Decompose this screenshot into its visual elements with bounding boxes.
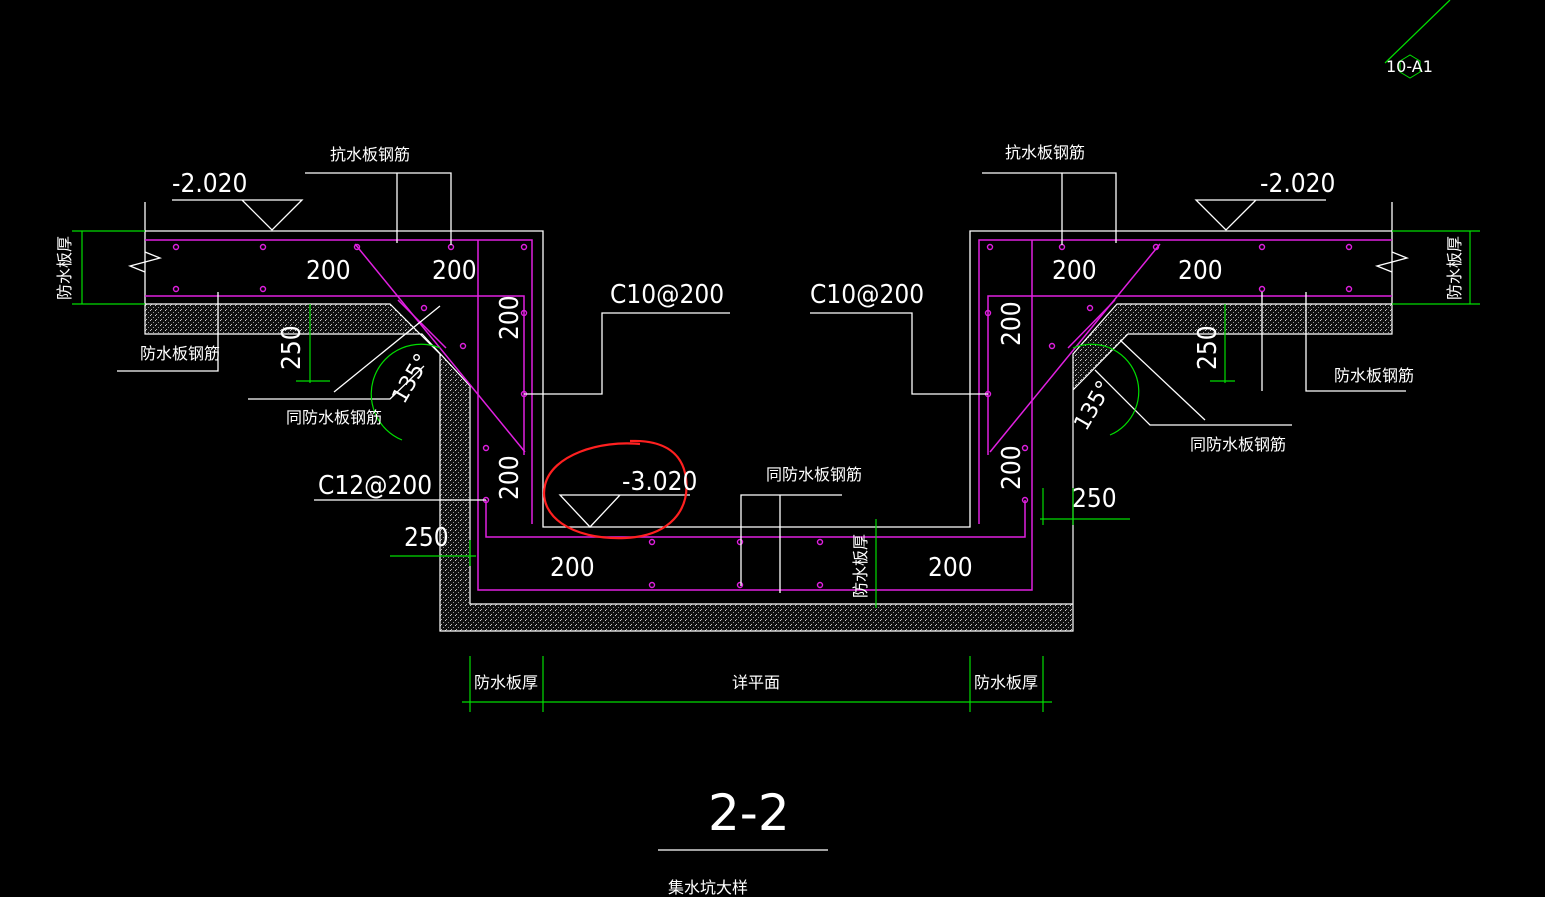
angle-arc-left xyxy=(370,343,441,441)
rebar-c10-right: C10@200 xyxy=(810,280,924,310)
label-anti-water-rebar-right: 抗水板钢筋 xyxy=(1005,143,1085,162)
dim-bottom-right: 200 xyxy=(928,553,973,583)
label-board-thickness-center: 防水板厚 xyxy=(851,534,870,598)
label-board-thickness-right: 防水板厚 xyxy=(1445,236,1464,300)
rebar-c10-left: C10@200 xyxy=(610,280,724,310)
dim-wall-left-upper: 200 xyxy=(495,295,525,340)
angle-label-left: 135° xyxy=(388,350,436,408)
dim-bottom-left: 200 xyxy=(550,553,595,583)
label-same-waterproof-rebar-left: 同防水板钢筋 xyxy=(286,408,382,427)
ref-tag-hexagon xyxy=(1399,54,1421,79)
label-waterproof-rebar-left: 防水板钢筋 xyxy=(140,344,220,363)
dim-top-right-b: 200 xyxy=(1178,256,1223,286)
slab-outline xyxy=(145,230,1392,528)
break-line-right xyxy=(1374,251,1410,273)
rebar-lines xyxy=(145,239,1392,591)
label-waterproof-rebar-right: 防水板钢筋 xyxy=(1334,366,1414,385)
elevation-marker-pit xyxy=(558,494,690,528)
label-board-thickness-left: 防水板厚 xyxy=(55,236,74,300)
dim-top-left-a: 200 xyxy=(306,256,351,286)
level-pit-bottom: -3.020 xyxy=(622,467,697,497)
angle-arc-right xyxy=(1072,343,1140,436)
cushion-layer xyxy=(144,303,1393,632)
label-anti-water-rebar-left: 抗水板钢筋 xyxy=(330,145,410,164)
break-line-left xyxy=(127,251,163,273)
label-board-thickness-bottom-right: 防水板厚 xyxy=(974,673,1038,692)
highlight-circle xyxy=(542,439,688,540)
rebar-c12-left: C12@200 xyxy=(318,471,432,501)
label-same-waterproof-rebar-bottom: 同防水板钢筋 xyxy=(766,465,862,484)
ref-tag: 10-A1 xyxy=(1386,57,1433,76)
elevation-marker-left xyxy=(172,199,304,231)
dim-side-right: 250 xyxy=(1193,325,1223,370)
dim-cushion-left: 250 xyxy=(404,523,449,553)
dim-cushion-right: 250 xyxy=(1072,484,1117,514)
dim-side-left: 250 xyxy=(277,325,307,370)
elevation-marker-right xyxy=(1194,199,1326,231)
dim-wall-left-lower: 200 xyxy=(495,455,525,500)
label-see-plan: 详平面 xyxy=(732,673,780,692)
dim-top-right-a: 200 xyxy=(1052,256,1097,286)
section-title: 2-2 xyxy=(708,784,790,842)
dimension-lines xyxy=(72,230,1480,712)
section-subtitle: 集水坑大样 xyxy=(668,878,748,897)
leader-lines xyxy=(117,0,1451,593)
dim-top-left-b: 200 xyxy=(432,256,477,286)
level-top-left: -2.020 xyxy=(172,169,247,199)
label-board-thickness-bottom-left: 防水板厚 xyxy=(474,673,538,692)
level-top-right: -2.020 xyxy=(1260,169,1335,199)
dim-wall-right-lower: 200 xyxy=(997,445,1027,490)
label-same-waterproof-rebar-right: 同防水板钢筋 xyxy=(1190,435,1286,454)
rebar-dots xyxy=(172,243,1353,589)
dim-wall-right-upper: 200 xyxy=(997,301,1027,346)
